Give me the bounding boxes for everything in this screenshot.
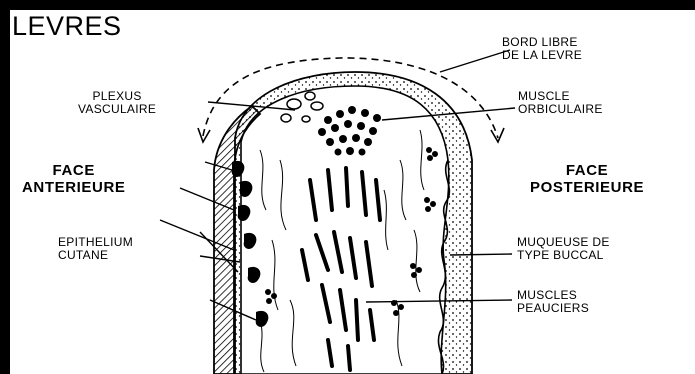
arrow-right-head	[491, 128, 504, 142]
diagram-title: LEVRES	[12, 12, 122, 40]
